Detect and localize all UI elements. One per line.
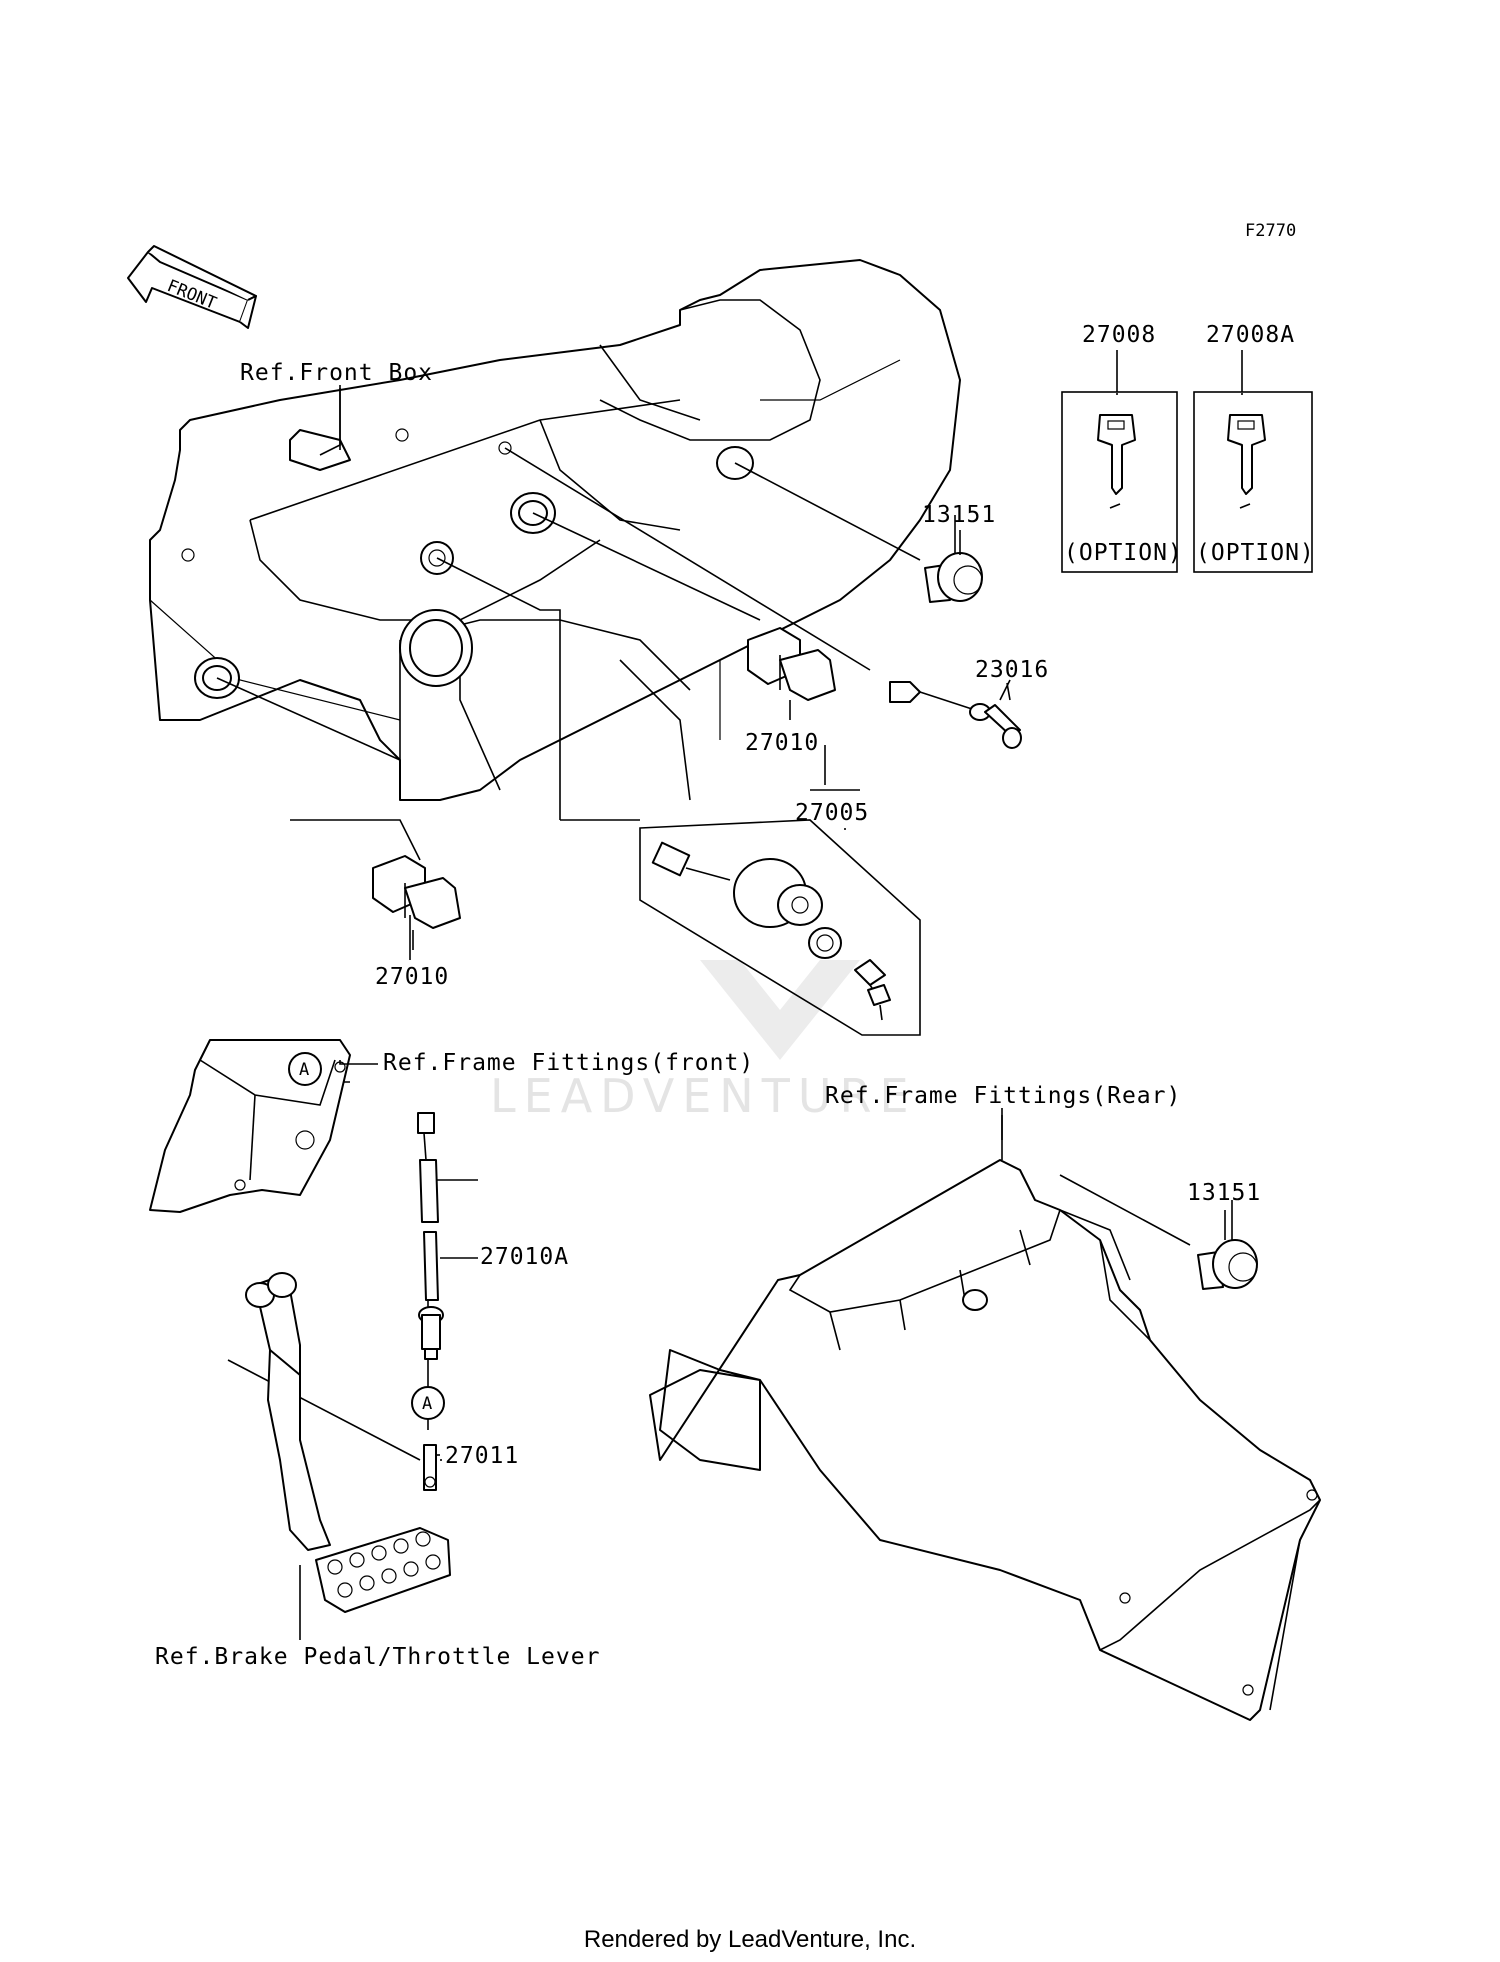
part-27011-label: 27011 [445,1443,519,1469]
switch-27010-left [372,855,461,929]
clip-27011 [423,1444,437,1491]
part-13151-bottom-label: 13151 [1187,1180,1261,1206]
part-27010A-label: 27010A [480,1244,569,1270]
ref-front-box-label: Ref.Front Box [240,360,433,386]
option-box-27008A [1193,391,1313,573]
option-label-1: (OPTION) [1064,540,1183,566]
part-27008-label: 27008 [1082,322,1156,348]
option-label-2: (OPTION) [1196,540,1315,566]
ignition-switch-27005 [651,841,891,1021]
kit-frame-27005 [639,819,921,1036]
part-13151-top-label: 13151 [922,502,996,528]
svg-text:A: A [299,1060,309,1080]
socket-23016 [889,681,1022,749]
ref-brake-pedal-label: Ref.Brake Pedal/Throttle Lever [155,1644,600,1670]
switch-27010-right [747,627,836,701]
brake-pedal [245,1272,451,1613]
option-box-27008 [1061,391,1178,573]
frame-fitting-rear [649,1159,1321,1721]
part-27010-right-label: 27010 [745,730,819,756]
part-23016-label: 23016 [975,657,1049,683]
ref-frame-front-label: Ref.Frame Fittings(front) [383,1050,754,1076]
part-27008A-label: 27008A [1206,322,1295,348]
part-27010-left-label: 27010 [375,964,449,990]
outlet-13151-top [924,552,983,603]
front-arrow-icon: FRONT [127,245,257,329]
watermark-text: LEADVENTURE [490,1069,917,1123]
sensor-27010A [417,1112,444,1360]
ref-frame-rear-label: Ref.Frame Fittings(Rear) [825,1083,1181,1109]
label-leaders [319,388,1226,1461]
watermark: LEADVENTURE [490,960,917,1123]
front-box-body [149,259,961,801]
callout-a-bottom: A [411,1386,445,1420]
footer-credit: Rendered by LeadVenture, Inc. [583,1926,917,1953]
svg-text:A: A [422,1394,432,1414]
callout-a-top: A [288,1052,322,1086]
diagram-code: F2770 [1245,221,1296,241]
outlet-13151-bottom [1197,1239,1258,1290]
part-27005-label: 27005 [795,800,869,826]
